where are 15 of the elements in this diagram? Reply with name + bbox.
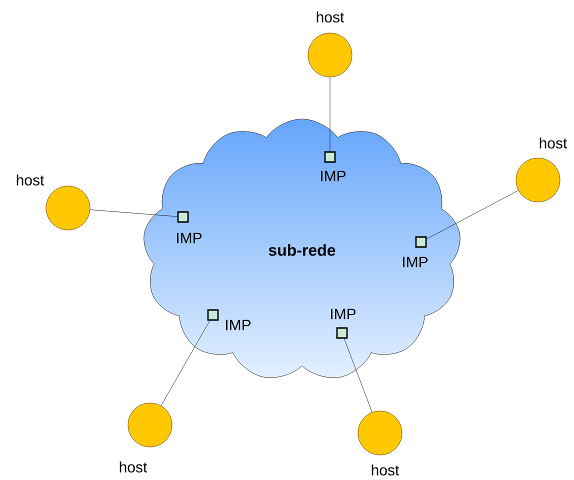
link-line bbox=[160, 320, 210, 406]
host-label: host bbox=[16, 174, 44, 186]
link-line bbox=[90, 210, 178, 217]
host-label: host bbox=[540, 138, 568, 148]
router-label: IMP bbox=[331, 308, 356, 320]
router-label: IMP bbox=[226, 320, 251, 330]
host-label: host bbox=[316, 12, 344, 22]
router-label: IMP bbox=[321, 170, 346, 182]
link-line bbox=[426, 190, 519, 240]
host-label: host bbox=[372, 464, 400, 476]
host-label: host bbox=[120, 461, 148, 472]
cloud-label: sub-rede bbox=[268, 244, 336, 256]
router-label: IMP bbox=[177, 232, 202, 244]
link-line bbox=[344, 338, 372, 412]
router-label: IMP bbox=[403, 256, 428, 268]
